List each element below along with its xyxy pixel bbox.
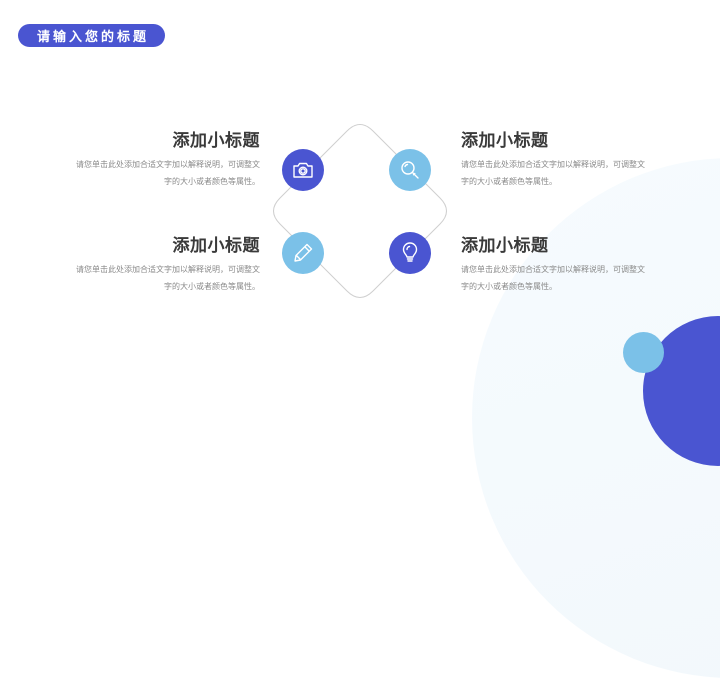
item-heading[interactable]: 添加小标题: [172, 131, 260, 151]
search-icon: [401, 161, 419, 179]
camera-icon: [293, 162, 313, 178]
camera-icon-badge[interactable]: [282, 149, 324, 191]
lightbulb-icon: [402, 242, 418, 262]
item-description-line: 请您单击此处添加合适文字加以解释说明，可调整文: [461, 265, 645, 274]
item-description[interactable]: 请您单击此处添加合适文字加以解释说明，可调整文 字的大小或者颜色等属性。: [461, 261, 671, 295]
search-icon-badge[interactable]: [389, 149, 431, 191]
item-block-top-left: 添加小标题 请您单击此处添加合适文字加以解释说明，可调整文 字的大小或者颜色等属…: [50, 130, 260, 190]
lightbulb-icon-badge[interactable]: [389, 232, 431, 274]
decorative-circle-light-blue: [623, 332, 664, 373]
pencil-icon-badge[interactable]: [282, 232, 324, 274]
item-heading[interactable]: 添加小标题: [461, 131, 549, 151]
item-description-line: 字的大小或者颜色等属性。: [461, 282, 557, 291]
page-title[interactable]: 请输入您的标题: [18, 24, 165, 47]
item-description[interactable]: 请您单击此处添加合适文字加以解释说明，可调整文 字的大小或者颜色等属性。: [50, 261, 260, 295]
item-heading[interactable]: 添加小标题: [172, 236, 260, 256]
item-description-line: 字的大小或者颜色等属性。: [164, 177, 260, 186]
item-block-bottom-right: 添加小标题 请您单击此处添加合适文字加以解释说明，可调整文 字的大小或者颜色等属…: [461, 235, 671, 295]
item-description-line: 请您单击此处添加合适文字加以解释说明，可调整文: [461, 160, 645, 169]
item-description-line: 请您单击此处添加合适文字加以解释说明，可调整文: [76, 265, 260, 274]
item-description[interactable]: 请您单击此处添加合适文字加以解释说明，可调整文 字的大小或者颜色等属性。: [461, 156, 671, 190]
pencil-icon: [294, 243, 313, 262]
item-block-top-right: 添加小标题 请您单击此处添加合适文字加以解释说明，可调整文 字的大小或者颜色等属…: [461, 130, 671, 190]
item-description-line: 字的大小或者颜色等属性。: [461, 177, 557, 186]
item-description-line: 字的大小或者颜色等属性。: [164, 282, 260, 291]
diamond-outline: [273, 124, 447, 298]
item-block-bottom-left: 添加小标题 请您单击此处添加合适文字加以解释说明，可调整文 字的大小或者颜色等属…: [50, 235, 260, 295]
item-description[interactable]: 请您单击此处添加合适文字加以解释说明，可调整文 字的大小或者颜色等属性。: [50, 156, 260, 190]
item-description-line: 请您单击此处添加合适文字加以解释说明，可调整文: [76, 160, 260, 169]
item-heading[interactable]: 添加小标题: [461, 236, 549, 256]
